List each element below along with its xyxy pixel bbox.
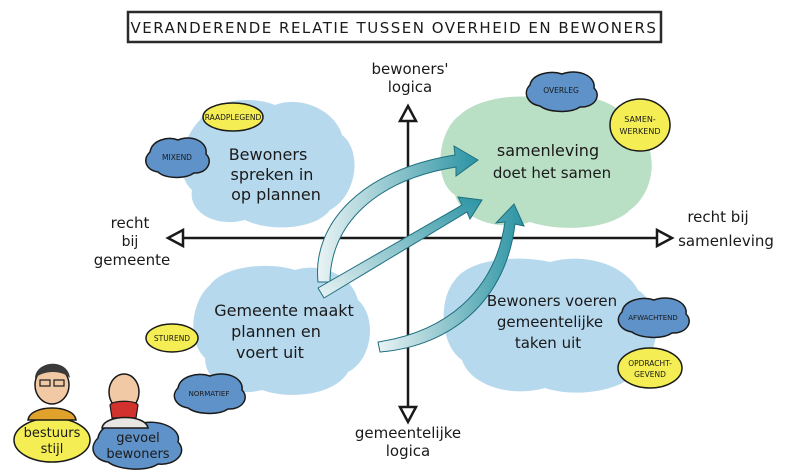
- character-official-illustration: [27, 363, 77, 421]
- quadrant-bottom-left-line2: plannen en: [231, 322, 321, 341]
- quadrant-bottom-left-line1: Gemeente maakt: [214, 301, 354, 320]
- badge-gevoel-bewoners-line1: gevoel: [116, 431, 160, 446]
- badge-mixend-text: MIXEND: [162, 153, 192, 162]
- badge-opdrachtgevend: OPDRACHT- GEVEND: [617, 347, 683, 389]
- badge-mixend: MIXEND: [145, 137, 210, 179]
- top-axis-arrowhead: [397, 103, 419, 123]
- quadrant-bottom-right: Bewoners voeren gemeentelijke taken uit: [487, 292, 617, 352]
- quadrant-top-right-line1: samenleving: [497, 141, 599, 160]
- quadrant-bottom-right-line3: taken uit: [515, 334, 581, 352]
- cloud-top-left: [181, 100, 355, 228]
- badge-normatief: NORMATIEF: [173, 373, 246, 415]
- badge-opdrachtgevend-line1: OPDRACHT-: [628, 359, 672, 368]
- quadrant-top-left-line2: spreken in: [231, 165, 314, 184]
- badge-gevoel-bewoners-line2: bewoners: [106, 447, 169, 462]
- badge-bestuursstijl: bestuurs stijl: [13, 417, 91, 463]
- arrow-upper-curve: [317, 145, 479, 283]
- arrow-lower-curve: [377, 203, 525, 353]
- arrow-diagonal: [317, 196, 483, 299]
- badge-sturend: STUREND: [145, 323, 199, 353]
- quadrant-top-left: Bewoners spreken in op plannen: [229, 145, 321, 204]
- bottom-axis-arrowhead: [397, 405, 419, 425]
- axis-label-bottom: gemeentelijke logica: [355, 424, 461, 460]
- quadrant-bottom-left: Gemeente maakt plannen en voert uit: [214, 301, 354, 362]
- axis-label-right-line2: samenleving: [678, 232, 774, 250]
- axis-label-top-line1: bewoners': [371, 60, 448, 78]
- badge-samenwerkend-line2: WERKEND: [620, 127, 661, 136]
- quadrant-top-right-line2: doet het samen: [493, 164, 611, 182]
- right-axis-arrowhead: [655, 227, 675, 249]
- badge-gevoel-bewoners: gevoel bewoners: [92, 420, 183, 470]
- axis-label-left-line3: gemeente: [94, 251, 170, 269]
- axis-label-left-line2: bij: [122, 234, 139, 250]
- axis-label-left-line1: recht: [111, 214, 150, 232]
- badge-overleg-text: OVERLEG: [543, 86, 579, 95]
- quadrant-top-left-line1: Bewoners: [229, 145, 308, 164]
- cloud-bottom-right: [443, 258, 657, 393]
- badge-afwachtend-text: AFWACHTEND: [628, 314, 678, 322]
- title-text: VERANDERENDE RELATIE TUSSEN OVERHEID EN …: [131, 19, 658, 37]
- badge-samenwerkend: SAMEN- WERKEND: [609, 98, 671, 152]
- character-resident-illustration: [101, 373, 149, 429]
- badge-bestuursstijl-line2: stijl: [41, 442, 64, 457]
- axis-label-top-line2: logica: [388, 78, 432, 96]
- badge-sturend-text: STUREND: [154, 334, 190, 343]
- axis-label-right-line1: recht bij: [687, 208, 748, 226]
- cloud-top-right: [440, 96, 652, 228]
- badge-raadplegend-text: RAADPLEGEND: [205, 113, 262, 122]
- transition-arrows: [317, 145, 525, 353]
- badge-bestuursstijl-line1: bestuurs: [24, 426, 81, 441]
- quadrant-bottom-right-line2: gemeentelijke: [497, 313, 603, 331]
- badge-opdrachtgevend-line2: GEVEND: [634, 370, 666, 379]
- left-axis-arrowhead: [165, 227, 185, 249]
- axis-label-bottom-line1: gemeentelijke: [355, 424, 461, 442]
- quadrant-top-right: samenleving doet het samen: [493, 141, 611, 182]
- badge-overleg: OVERLEG: [525, 71, 598, 113]
- quadrant-bottom-left-line3: voert uit: [236, 343, 304, 362]
- badge-normatief-text: NORMATIEF: [189, 390, 230, 398]
- badge-raadplegend: RAADPLEGEND: [202, 102, 264, 132]
- axis-label-bottom-line2: logica: [386, 442, 430, 460]
- title-box: VERANDERENDE RELATIE TUSSEN OVERHEID EN …: [126, 10, 663, 44]
- quadrant-bottom-right-line1: Bewoners voeren: [487, 292, 617, 310]
- badge-afwachtend: AFWACHTEND: [617, 297, 690, 339]
- cloud-bottom-left: [193, 265, 371, 395]
- axis-label-left: recht bij gemeente: [94, 214, 170, 269]
- axis-label-top: bewoners' logica: [371, 60, 448, 96]
- badge-samenwerkend-line1: SAMEN-: [624, 115, 656, 124]
- axis-label-right: recht bij samenleving: [678, 208, 774, 250]
- quadrant-top-left-line3: op plannen: [231, 185, 321, 204]
